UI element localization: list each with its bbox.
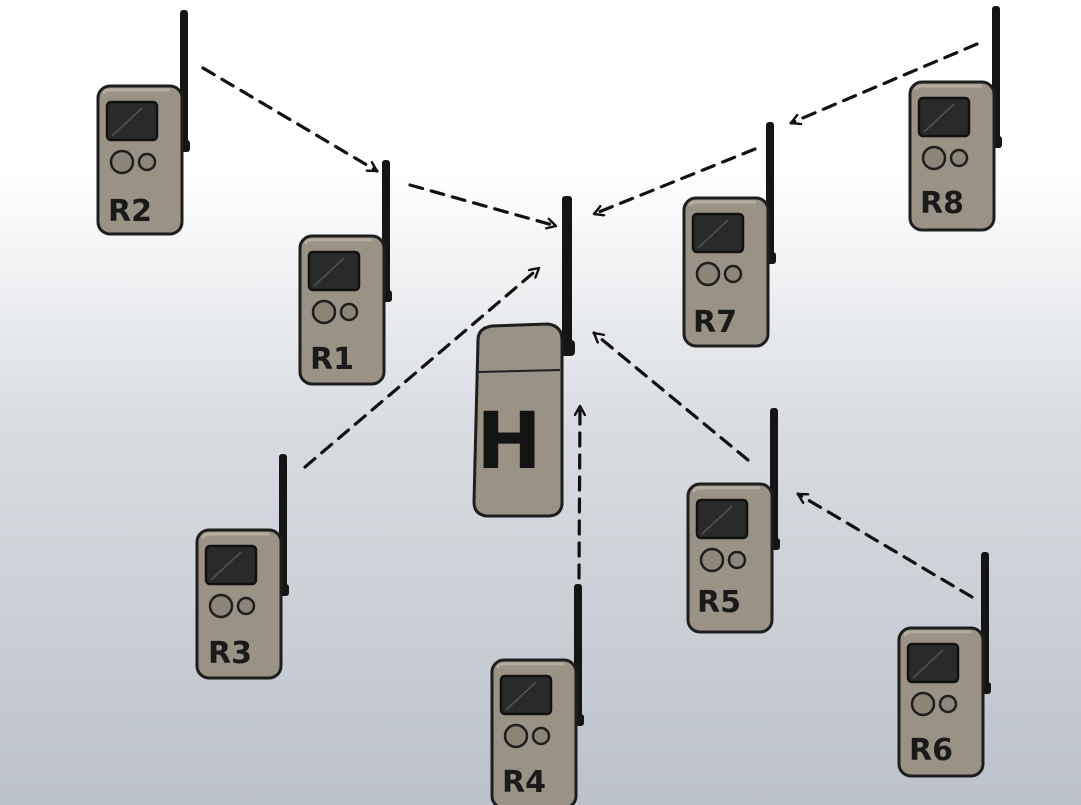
link-r5-h (592, 331, 750, 462)
relay-r7: R7 (682, 120, 778, 348)
link-r7-h (592, 147, 757, 214)
relay-label: R4 (502, 765, 546, 800)
relay-r5: R5 (686, 406, 782, 634)
link-r2-r1 (201, 66, 379, 173)
relay-label: R7 (693, 305, 737, 340)
relay-label: R3 (208, 636, 252, 671)
relay-r3: R3 (195, 452, 291, 680)
link-r6-r5 (796, 492, 974, 599)
relay-r2: R2 (96, 8, 192, 236)
relay-label: R6 (909, 733, 953, 768)
hub-antenna (562, 196, 572, 346)
relay-label: R1 (310, 342, 354, 377)
relay-label: R2 (108, 194, 152, 229)
links (201, 42, 979, 599)
relay-r6: R6 (897, 550, 993, 778)
relay-label: R8 (920, 186, 964, 221)
link-r8-r7 (789, 42, 979, 123)
link-r4-h (579, 404, 580, 580)
hub-device: H (472, 196, 575, 518)
relay-r1: R1 (298, 158, 394, 386)
hub-label: H (476, 397, 541, 487)
relay-r8: R8 (908, 4, 1004, 232)
relay-label: R5 (697, 585, 741, 620)
link-r3-h (303, 266, 541, 469)
relay-r4: R4 (490, 582, 586, 805)
link-r1-h (408, 183, 558, 226)
